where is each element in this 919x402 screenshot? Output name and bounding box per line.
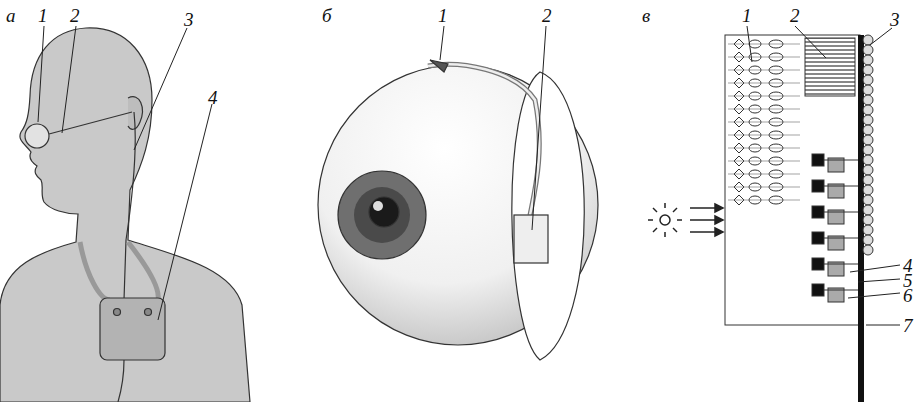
pigment-cell bbox=[863, 85, 873, 95]
fiber bbox=[728, 187, 800, 188]
chip-units bbox=[812, 154, 858, 302]
fiber bbox=[728, 161, 800, 162]
callout-number: 2 bbox=[790, 6, 800, 25]
panel-letter: б bbox=[322, 6, 332, 25]
light-symbol bbox=[648, 203, 723, 237]
callout-number: 2 bbox=[70, 6, 80, 25]
pigment-cell bbox=[863, 225, 873, 235]
pigment-cell bbox=[863, 55, 873, 65]
electrode bbox=[812, 206, 824, 218]
panel-letter: в bbox=[642, 6, 650, 25]
pigment-cell bbox=[863, 75, 873, 85]
fiber bbox=[728, 122, 800, 123]
wire bbox=[824, 212, 858, 213]
callout-number: 7 bbox=[903, 316, 913, 335]
wire bbox=[824, 264, 858, 265]
pigment-cell bbox=[863, 205, 873, 215]
fiber bbox=[728, 44, 800, 45]
pigment-cell bbox=[863, 95, 873, 105]
pigment-cell bbox=[863, 115, 873, 125]
pigment-cell bbox=[863, 155, 873, 165]
pigment-cell bbox=[863, 125, 873, 135]
electrode bbox=[812, 232, 824, 244]
pigment-cell bbox=[863, 65, 873, 75]
callout-number: 1 bbox=[742, 6, 752, 25]
callout-number: 6 bbox=[903, 286, 913, 305]
callout-number: 2 bbox=[542, 6, 552, 25]
callout-number: 1 bbox=[438, 6, 448, 25]
callout-number: 1 bbox=[38, 6, 48, 25]
pigment-cell bbox=[863, 195, 873, 205]
eye-figure bbox=[318, 60, 598, 360]
fiber bbox=[728, 96, 800, 97]
callout-number: 3 bbox=[890, 10, 900, 29]
fiber bbox=[728, 70, 800, 71]
fiber bbox=[728, 57, 800, 58]
fiber bbox=[728, 83, 800, 84]
wire bbox=[824, 290, 858, 291]
electrode bbox=[812, 284, 824, 296]
pigment-cell bbox=[863, 235, 873, 245]
pigment-cell bbox=[863, 185, 873, 195]
pigment-cells bbox=[863, 35, 873, 255]
cell-rows bbox=[728, 39, 800, 205]
fiber bbox=[728, 200, 800, 201]
wire bbox=[824, 160, 858, 161]
person-figure bbox=[0, 28, 250, 402]
pigment-cell bbox=[863, 105, 873, 115]
fiber bbox=[728, 109, 800, 110]
pigment-cell bbox=[863, 175, 873, 185]
wire bbox=[824, 186, 858, 187]
pigment-cell bbox=[863, 245, 873, 255]
panel-letter: а bbox=[6, 6, 16, 25]
pigment-cell bbox=[863, 215, 873, 225]
wire bbox=[824, 238, 858, 239]
callout-number: 3 bbox=[184, 10, 194, 29]
pigment-cell bbox=[863, 45, 873, 55]
pigment-cell bbox=[863, 165, 873, 175]
pigment-cell bbox=[863, 135, 873, 145]
pigment-cell bbox=[863, 145, 873, 155]
fiber bbox=[728, 135, 800, 136]
fiber bbox=[728, 174, 800, 175]
fiber bbox=[728, 148, 800, 149]
callout-number: 4 bbox=[208, 88, 218, 107]
retina-section bbox=[725, 35, 873, 402]
electrode bbox=[812, 180, 824, 192]
electrode bbox=[812, 154, 824, 166]
electrode bbox=[812, 258, 824, 270]
leader-lines bbox=[38, 26, 900, 325]
